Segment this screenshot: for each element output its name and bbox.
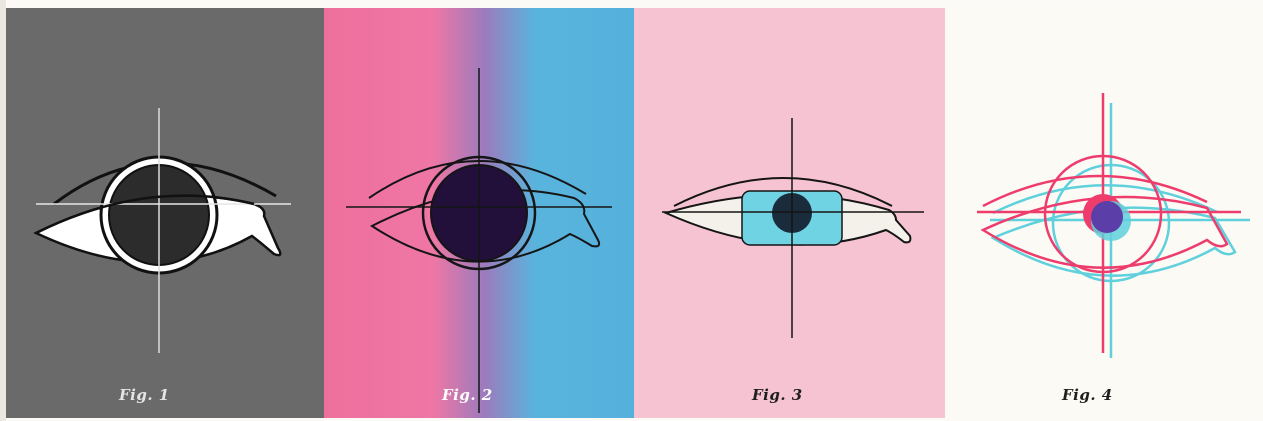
figure-caption-1: Fig. 1 (119, 386, 170, 404)
figure-panel-2: Fig. 2 (324, 8, 634, 418)
figure-panel-1: Fig. 1 (6, 8, 324, 418)
eye-diagram-icon (6, 8, 324, 418)
figure-strip: Fig. 1 Fig. 2 Fig. 3 (6, 8, 1258, 418)
eye-diagram-icon (324, 8, 634, 418)
eye-diagram-icon (945, 8, 1258, 418)
eye-diagram-icon (634, 8, 945, 418)
figure-panel-4: Fig. 4 (945, 8, 1258, 418)
figure-caption-4: Fig. 4 (1062, 386, 1113, 404)
figure-caption-3: Fig. 3 (752, 386, 803, 404)
figure-panel-3: Fig. 3 (634, 8, 945, 418)
figure-caption-2: Fig. 2 (442, 386, 493, 404)
